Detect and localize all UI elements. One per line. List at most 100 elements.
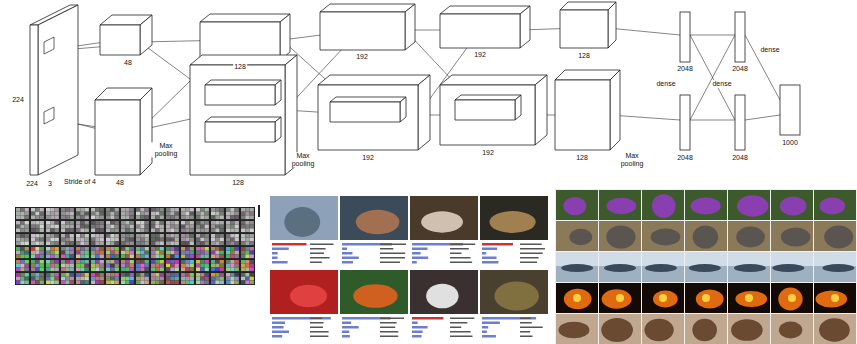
filter-pixel <box>190 273 194 277</box>
image-subject <box>734 264 766 272</box>
filter-pixel <box>25 228 29 232</box>
filter-pixel <box>235 251 239 255</box>
filter-pixel <box>40 251 44 255</box>
filter-pixel <box>46 260 50 264</box>
filter-pixel <box>55 254 59 258</box>
filter-pixel <box>46 264 50 268</box>
filter-pixel <box>226 212 230 216</box>
filter-pixel <box>76 280 80 284</box>
filter-pixel <box>220 241 224 245</box>
filter-pixel <box>65 238 69 242</box>
filter-pixel <box>85 267 89 271</box>
filter-pixel <box>91 273 95 277</box>
filter-pixel <box>20 215 24 219</box>
filter-pixel <box>35 212 39 216</box>
filter-pixel <box>55 264 59 268</box>
filter-pixel <box>175 247 179 251</box>
test-image <box>480 270 548 338</box>
filter-pixel <box>61 238 65 242</box>
filter-pixel <box>76 212 80 216</box>
image-ground <box>771 190 813 220</box>
filter-kernel <box>241 247 254 258</box>
filter-pixel <box>185 260 189 264</box>
filter-pixel <box>250 241 254 245</box>
filter-pixel <box>85 212 89 216</box>
filter-pixel <box>121 273 125 277</box>
filter-pixel <box>130 221 134 225</box>
filter-pixel <box>65 234 69 238</box>
filter-pixel <box>205 260 209 264</box>
layer-cuboid <box>318 75 430 150</box>
filter-pixel <box>235 247 239 251</box>
image-ground <box>814 252 856 282</box>
filter-pixel <box>76 221 80 225</box>
image-ground <box>642 221 684 251</box>
filter-pixel <box>125 267 129 271</box>
filter-kernel <box>211 260 224 271</box>
prediction-bar <box>482 248 497 251</box>
filter-pixel <box>241 215 245 219</box>
filter-pixel <box>61 234 65 238</box>
filter-pixel <box>160 234 164 238</box>
filter-pixel <box>16 280 20 284</box>
filter-pixel <box>175 273 179 277</box>
dense-layer <box>680 95 690 150</box>
image-subject <box>696 290 724 309</box>
filter-pixel <box>106 251 110 255</box>
filter-pixel <box>115 247 119 251</box>
filter-pixel <box>230 251 234 255</box>
filter-pixel <box>35 264 39 268</box>
filter-pixel <box>130 264 134 268</box>
filter-pixel <box>125 241 129 245</box>
filter-pixel <box>241 267 245 271</box>
filter-pixel <box>230 234 234 238</box>
filter-pixel <box>205 238 209 242</box>
filter-kernel <box>166 208 179 219</box>
filter-pixel <box>151 260 155 264</box>
filter-pixel <box>76 234 80 238</box>
cuboid-face <box>140 15 152 55</box>
filter-pixel <box>65 241 69 245</box>
filter-pixel <box>151 221 155 225</box>
filter-pixel <box>140 254 144 258</box>
filter-pixel <box>106 277 110 281</box>
filter-pixel <box>76 267 80 271</box>
image-subject <box>778 288 802 311</box>
filter-pixel <box>61 254 65 258</box>
prediction-text-line <box>380 262 400 264</box>
filter-pixel <box>65 273 69 277</box>
filter-kernel <box>61 273 74 284</box>
filter-pixel <box>226 241 230 245</box>
filter-pixel <box>155 208 159 212</box>
filter-pixel <box>145 251 149 255</box>
image-highlight <box>616 294 624 302</box>
filter-pixel <box>95 277 99 281</box>
prediction-text-line <box>380 327 395 329</box>
filter-pixel <box>65 221 69 225</box>
retrieved-image <box>814 252 856 282</box>
filter-pixel <box>106 241 110 245</box>
filter-pixel <box>140 247 144 251</box>
filter-pixel <box>121 277 125 281</box>
filter-pixel <box>110 241 114 245</box>
layer-cuboid <box>560 2 616 48</box>
filter-pixel <box>85 208 89 212</box>
filter-pixel <box>121 280 125 284</box>
filter-pixel <box>175 251 179 255</box>
retrieved-image <box>814 190 856 220</box>
filter-pixel <box>50 238 54 242</box>
filter-pixel <box>80 273 84 277</box>
filter-kernel <box>211 273 224 284</box>
filter-pixel <box>170 221 174 225</box>
filter-pixel <box>91 280 95 284</box>
filter-pixel <box>95 241 99 245</box>
filter-kernel <box>31 221 44 232</box>
filter-pixel <box>70 277 74 281</box>
filter-pixel <box>31 277 35 281</box>
prediction-bar <box>272 243 307 246</box>
cuboid-face <box>320 4 415 12</box>
filter-kernel <box>241 260 254 271</box>
filter-pixel <box>166 273 170 277</box>
prediction-bar <box>342 261 353 264</box>
filter-pixel <box>196 260 200 264</box>
